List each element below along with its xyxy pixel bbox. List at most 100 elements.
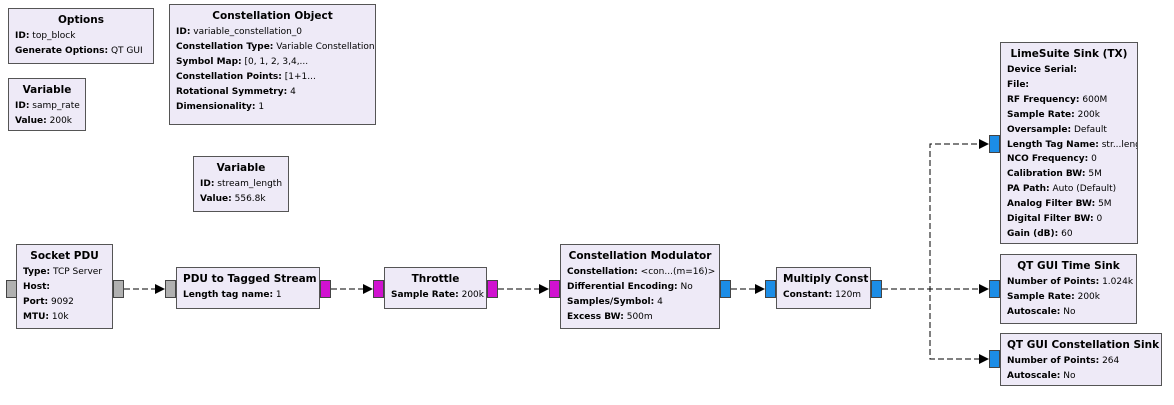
param-label: Rotational Symmetry: — [176, 87, 288, 97]
param-value: [1+1... — [284, 72, 316, 82]
param-label: MTU: — [23, 312, 50, 322]
param-label: ID: — [176, 27, 191, 37]
param-value: 4 — [290, 87, 296, 97]
param-value: Default — [1073, 124, 1107, 135]
param-value: Auto (Default) — [1052, 184, 1117, 195]
multiply-const-out-port[interactable] — [871, 280, 882, 298]
limesuite-in-port[interactable] — [989, 135, 1000, 153]
param-value: str...length — [1101, 139, 1137, 150]
param-value: 10k — [51, 312, 69, 322]
param-label: Calibration BW: — [1007, 169, 1086, 180]
param-value: 1.024k — [1102, 277, 1134, 287]
block-title: Constellation Modulator — [568, 250, 712, 262]
block-title: Throttle — [411, 273, 460, 285]
param-value: 60 — [1061, 228, 1073, 239]
param-value: 9092 — [51, 297, 74, 307]
param-label: Oversample: — [1007, 124, 1072, 135]
param-value: No — [1063, 307, 1076, 317]
variable-stream-length-block[interactable]: Variable ID: stream_length Value: 556.8k — [193, 156, 289, 212]
pdu-to-tagged-in-port[interactable] — [165, 280, 176, 298]
multiply-const-block[interactable]: Multiply Const Constant: 120m — [776, 267, 871, 309]
param-value: 120m — [835, 290, 862, 300]
param-label: Samples/Symbol: — [567, 297, 655, 307]
param-label: Dimensionality: — [176, 102, 256, 112]
param-value: [0, 1, 2, 3,4,... — [244, 57, 309, 67]
param-label: Constellation Type: — [176, 42, 274, 52]
block-title: LimeSuite Sink (TX) — [1010, 48, 1128, 60]
param-label: File: — [1007, 79, 1030, 90]
param-label: Device Serial: — [1007, 65, 1077, 75]
param-label: Constellation: — [567, 267, 638, 277]
block-title: QT GUI Time Sink — [1017, 260, 1120, 272]
param-value: 556.8k — [234, 194, 266, 204]
param-value: 600M — [1082, 94, 1108, 105]
socket-pdu-out-port[interactable] — [113, 280, 124, 298]
throttle-in-port[interactable] — [373, 280, 384, 298]
param-value: 1 — [275, 290, 282, 300]
block-title: QT GUI Constellation Sink — [1007, 339, 1160, 351]
param-value: 500m — [626, 312, 653, 322]
qt-time-sink-in-port[interactable] — [989, 280, 1000, 298]
wire-multiply-to-constsink — [882, 288, 989, 364]
param-label: PA Path: — [1007, 184, 1050, 195]
block-title: Variable — [22, 84, 72, 96]
socket-pdu-block[interactable]: Socket PDU Type: TCP Server Host: Port: … — [16, 244, 113, 329]
param-value: 200k — [49, 116, 73, 126]
param-label: Analog Filter BW: — [1007, 199, 1096, 210]
param-value: 264 — [1102, 356, 1120, 366]
throttle-block[interactable]: Throttle Sample Rate: 200k — [384, 267, 487, 309]
param-label: Sample Rate: — [391, 290, 459, 300]
param-label: Digital Filter BW: — [1007, 214, 1094, 225]
param-value: stream_length — [217, 179, 283, 189]
block-title: PDU to Tagged Stream — [183, 273, 317, 285]
param-value: samp_rate — [32, 101, 80, 111]
param-label: Value: — [200, 194, 232, 204]
param-value: 1 — [258, 102, 265, 112]
param-value: 4 — [657, 297, 663, 307]
pdu-to-tagged-out-port[interactable] — [320, 280, 331, 298]
param-value: <con...(m=16)> — [640, 267, 716, 277]
options-block[interactable]: Options ID: top_block Generate Options: … — [8, 8, 154, 64]
param-value: QT GUI — [110, 46, 143, 56]
constellation-object-block[interactable]: Constellation Object ID: variable_conste… — [169, 4, 376, 125]
param-label: Port: — [23, 297, 49, 307]
wire-multiply-to-limesuite — [882, 139, 989, 290]
param-label: Sample Rate: — [1007, 109, 1075, 120]
param-value: 200k — [1077, 109, 1100, 120]
param-label: ID: — [15, 31, 30, 41]
param-value: 5M — [1088, 169, 1102, 180]
param-label: ID: — [15, 101, 30, 111]
param-label: Symbol Map: — [176, 57, 242, 67]
param-label: RF Frequency: — [1007, 94, 1080, 105]
param-value: 200k — [461, 290, 484, 300]
param-label: Type: — [23, 267, 51, 277]
param-label: ID: — [200, 179, 215, 189]
limesuite-sink-block[interactable]: LimeSuite Sink (TX) Device Serial: File:… — [1000, 42, 1138, 244]
param-value: TCP Server — [52, 267, 103, 277]
param-label: Length tag name: — [183, 290, 274, 300]
pdu-to-tagged-stream-block[interactable]: PDU to Tagged Stream Length tag name: 1 — [176, 267, 320, 309]
block-title: Multiply Const — [783, 273, 869, 285]
qt-time-sink-block[interactable]: QT GUI Time Sink Number of Points: 1.024… — [1000, 254, 1137, 324]
multiply-const-in-port[interactable] — [765, 280, 776, 298]
param-value: 0 — [1091, 154, 1097, 165]
socket-pdu-in-port[interactable] — [6, 280, 17, 298]
param-value: Variable Constellation — [276, 42, 375, 52]
param-label: NCO Frequency: — [1007, 154, 1089, 165]
throttle-out-port[interactable] — [487, 280, 498, 298]
constellation-modulator-block[interactable]: Constellation Modulator Constellation: <… — [560, 244, 720, 329]
qt-constellation-sink-block[interactable]: QT GUI Constellation Sink Number of Poin… — [1000, 333, 1162, 386]
param-value: variable_constellation_0 — [193, 27, 302, 37]
modulator-out-port[interactable] — [720, 280, 731, 298]
param-label: Number of Points: — [1007, 356, 1100, 366]
qt-constellation-sink-in-port[interactable] — [989, 350, 1000, 368]
param-label: Autoscale: — [1007, 307, 1061, 317]
variable-samp-rate-block[interactable]: Variable ID: samp_rate Value: 200k — [8, 78, 86, 131]
param-value: 200k — [1077, 292, 1100, 302]
param-value: No — [680, 282, 693, 292]
block-title: Options — [58, 14, 104, 26]
param-label: Excess BW: — [567, 312, 624, 322]
param-label: Length Tag Name: — [1007, 139, 1099, 150]
modulator-in-port[interactable] — [549, 280, 560, 298]
param-value: top_block — [32, 31, 76, 41]
